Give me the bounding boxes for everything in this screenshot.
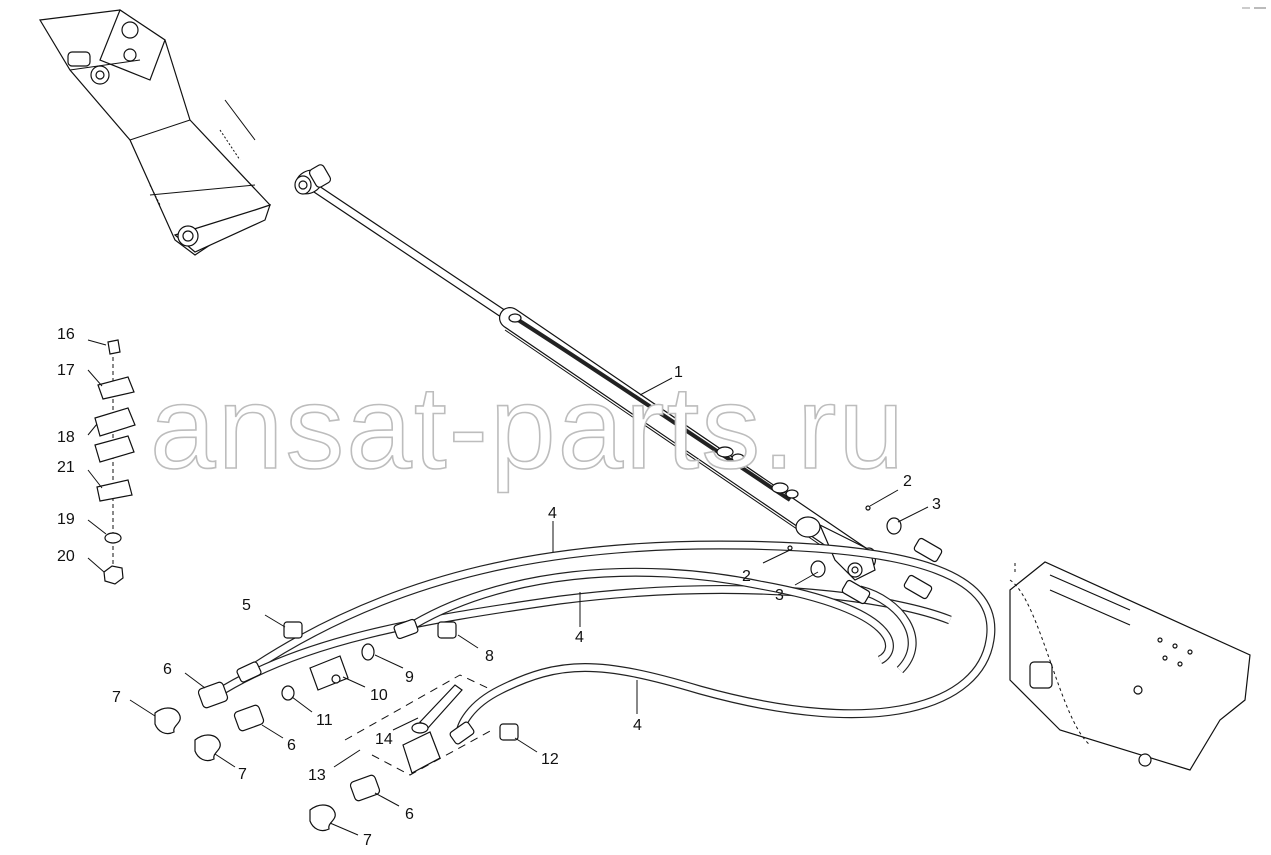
callout-4b: 4 xyxy=(575,629,584,646)
callout-20: 20 xyxy=(57,548,75,565)
callout-14: 14 xyxy=(375,731,393,748)
callout-12: 12 xyxy=(541,751,559,768)
callout-2a: 2 xyxy=(903,473,912,490)
callout-7c: 7 xyxy=(363,832,372,849)
callout-21: 21 xyxy=(57,459,75,476)
callout-7a: 7 xyxy=(112,689,121,706)
fittings xyxy=(154,505,902,832)
callouts: 1 2 2 3 3 4 4 4 5 6 6 6 7 7 7 8 9 10 11 … xyxy=(57,326,941,849)
callout-4c: 4 xyxy=(633,717,642,734)
callout-16: 16 xyxy=(57,326,75,343)
callout-18: 18 xyxy=(57,429,75,446)
callout-5: 5 xyxy=(242,597,251,614)
leader-lines xyxy=(87,339,929,836)
watermark-text: ansat-parts.ru xyxy=(150,362,906,494)
chassis-drawing xyxy=(1009,561,1251,771)
callout-3b: 3 xyxy=(775,587,784,604)
callout-8: 8 xyxy=(485,648,494,665)
callout-9: 9 xyxy=(405,669,414,686)
callout-17: 17 xyxy=(57,362,75,379)
callout-6b: 6 xyxy=(287,737,296,754)
callout-2b: 2 xyxy=(742,568,751,585)
callout-13: 13 xyxy=(308,767,326,784)
callout-1: 1 xyxy=(674,364,683,381)
hoses xyxy=(212,537,996,745)
callout-4a: 4 xyxy=(548,505,557,522)
callout-11: 11 xyxy=(316,712,333,729)
callout-19: 19 xyxy=(57,511,75,528)
callout-10: 10 xyxy=(370,687,388,704)
callout-7b: 7 xyxy=(238,766,247,783)
callout-6a: 6 xyxy=(163,661,172,678)
clamp-stack xyxy=(94,339,136,585)
hydraulic-cylinder-drawing xyxy=(294,164,876,581)
boom-arm-drawing xyxy=(39,9,271,256)
callout-3a: 3 xyxy=(932,496,941,513)
callout-6c: 6 xyxy=(405,806,414,823)
